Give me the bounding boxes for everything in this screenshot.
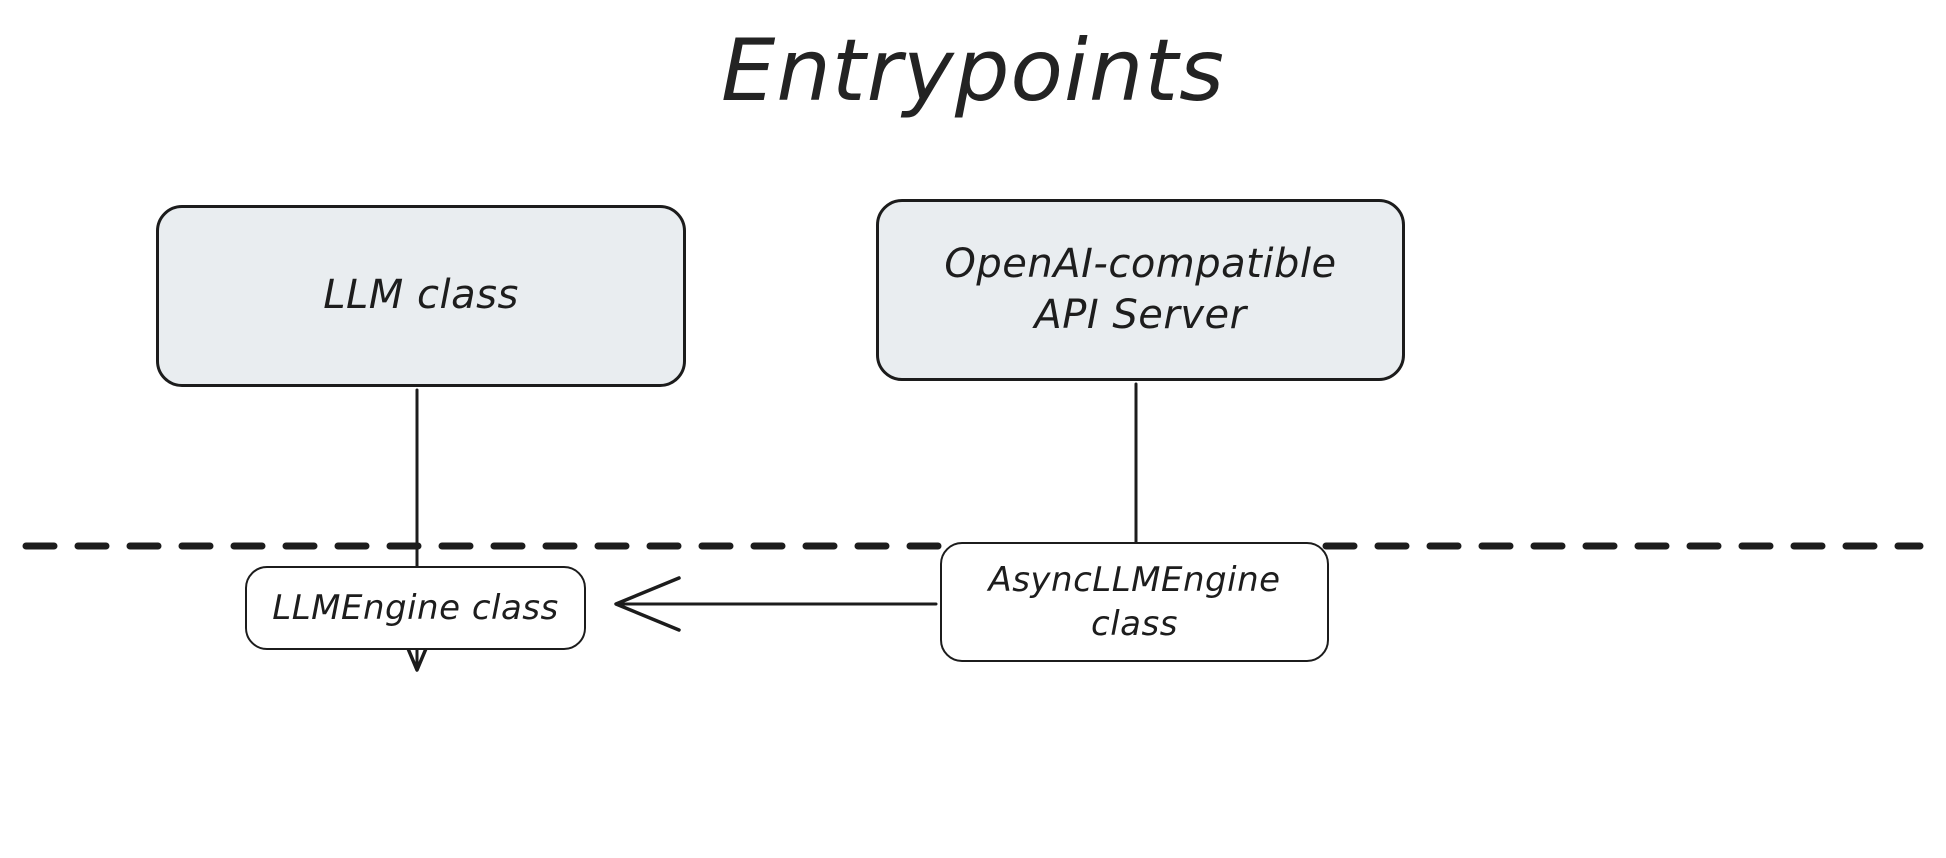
node-llm-class-label: LLM class (323, 272, 519, 319)
node-async-llmengine-class-label: AsyncLLMEngine class (988, 559, 1281, 644)
node-async-llmengine-class[interactable]: AsyncLLMEngine class (940, 542, 1329, 662)
node-api-server-label: OpenAI-compatible API Server (944, 240, 1337, 338)
node-api-server[interactable]: OpenAI-compatible API Server (876, 199, 1405, 381)
edge-async-to-llmengine (614, 576, 938, 632)
page-title: Entrypoints (721, 21, 1225, 121)
node-llmengine-class-label: LLMEngine class (272, 587, 559, 628)
node-llm-class[interactable]: LLM class (156, 205, 686, 387)
node-llmengine-class[interactable]: LLMEngine class (245, 566, 586, 650)
